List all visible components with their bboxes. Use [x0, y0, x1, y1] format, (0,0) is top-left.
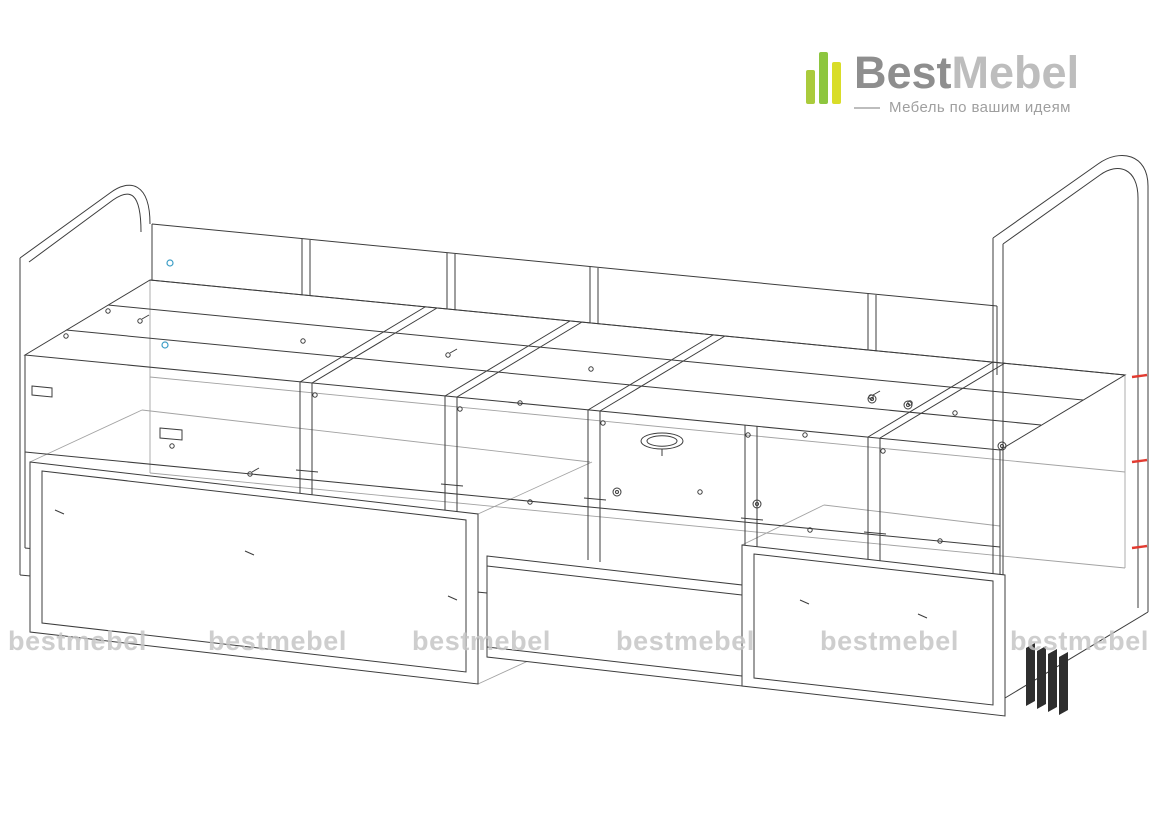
middle-drawer-front [486, 555, 743, 687]
brand-name-primary: Best [854, 47, 952, 98]
screw-marks [63, 308, 958, 544]
cam-lock-fittings [612, 394, 1007, 509]
right-drawer [741, 544, 1006, 717]
platform-top [23, 279, 1127, 451]
brand-logo: BestMebel Мебель по вашим идеям [806, 50, 1079, 116]
foot-brackets [1026, 643, 1068, 715]
tagline-dash [854, 106, 880, 109]
brand-name-secondary: Mebel [951, 47, 1080, 98]
brand-name: BestMebel [854, 50, 1079, 96]
brand-tagline: Мебель по вашим идеям [889, 99, 1071, 116]
red-markers [1131, 373, 1148, 550]
left-drawer [29, 461, 479, 685]
blue-fastener-marks [161, 259, 174, 349]
logo-bars-icon [806, 52, 841, 104]
cable-hole [640, 432, 684, 456]
